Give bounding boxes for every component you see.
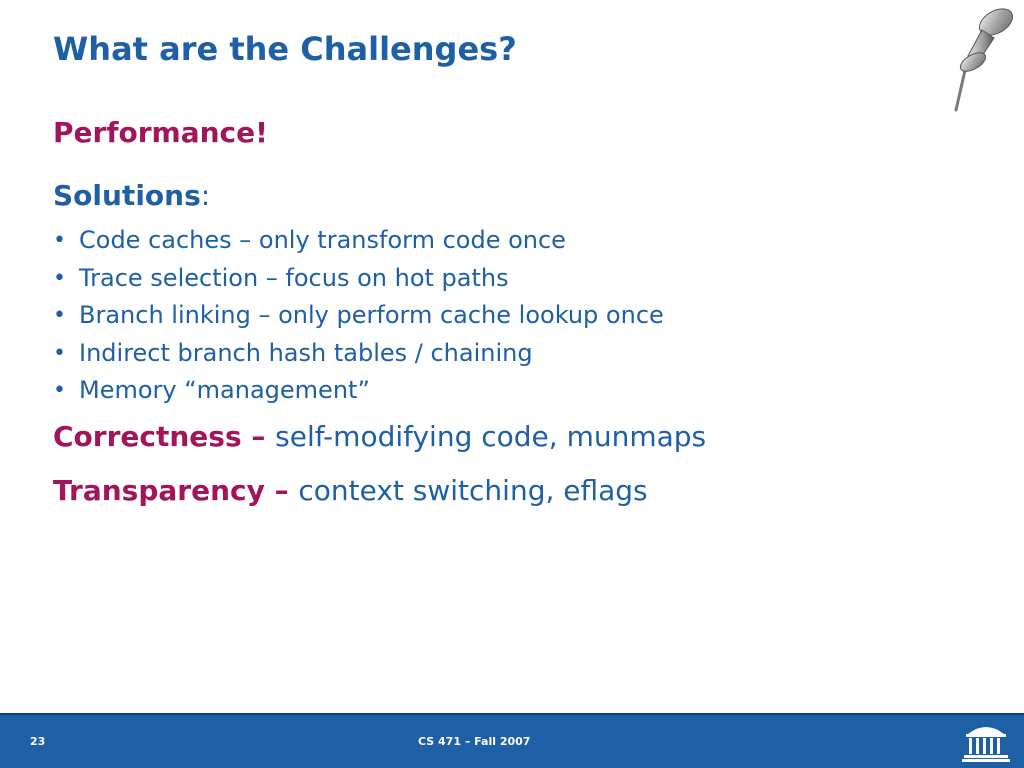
solutions-label: Solutions [53, 179, 201, 212]
list-item: • Branch linking – only perform cache loo… [53, 297, 664, 335]
list-item-text: Code caches – only transform code once [79, 226, 566, 254]
list-item: • Memory “management” [53, 372, 664, 410]
slide-footer: 23 CS 471 – Fall 2007 [0, 713, 1024, 768]
correctness-label: Correctness – [53, 420, 276, 453]
solutions-colon: : [200, 179, 211, 212]
rotunda-logo-icon [962, 727, 1010, 762]
list-item: • Trace selection – focus on hot paths [53, 260, 664, 298]
bullet-icon: • [53, 303, 66, 328]
performance-heading: Performance! [53, 116, 268, 149]
list-item-text: Branch linking – only perform cache look… [79, 301, 664, 329]
page-number: 23 [30, 735, 46, 748]
solutions-heading: Solutions: [53, 179, 210, 213]
list-item-text: Trace selection – focus on hot paths [79, 263, 509, 292]
list-item-text: Memory “management” [79, 376, 370, 404]
solutions-list: •Code caches – only transform code once … [53, 222, 664, 410]
transparency-value: context switching, eflags [298, 474, 648, 507]
list-item: • Code caches – only transform code once [53, 222, 664, 260]
course-label: CS 471 – Fall 2007 [418, 735, 531, 748]
bullet-icon: • [53, 378, 66, 403]
correctness-value: self-modifying code, munmaps [275, 420, 707, 453]
list-item: • Indirect branch hash tables / chaining [53, 335, 664, 373]
bullet-icon: • [53, 340, 66, 366]
bullet-icon: • [53, 265, 66, 291]
list-item-text: Indirect branch hash tables / chaining [79, 338, 533, 367]
correctness-line: Correctness – self-modifying code, munma… [53, 420, 706, 454]
transparency-label: Transparency – [53, 474, 299, 507]
pushpin-icon [954, 8, 1014, 112]
slide-title: What are the Challenges? [53, 30, 517, 68]
transparency-line: Transparency – context switching, eflags [53, 474, 648, 508]
bullet-icon: • [53, 228, 66, 253]
